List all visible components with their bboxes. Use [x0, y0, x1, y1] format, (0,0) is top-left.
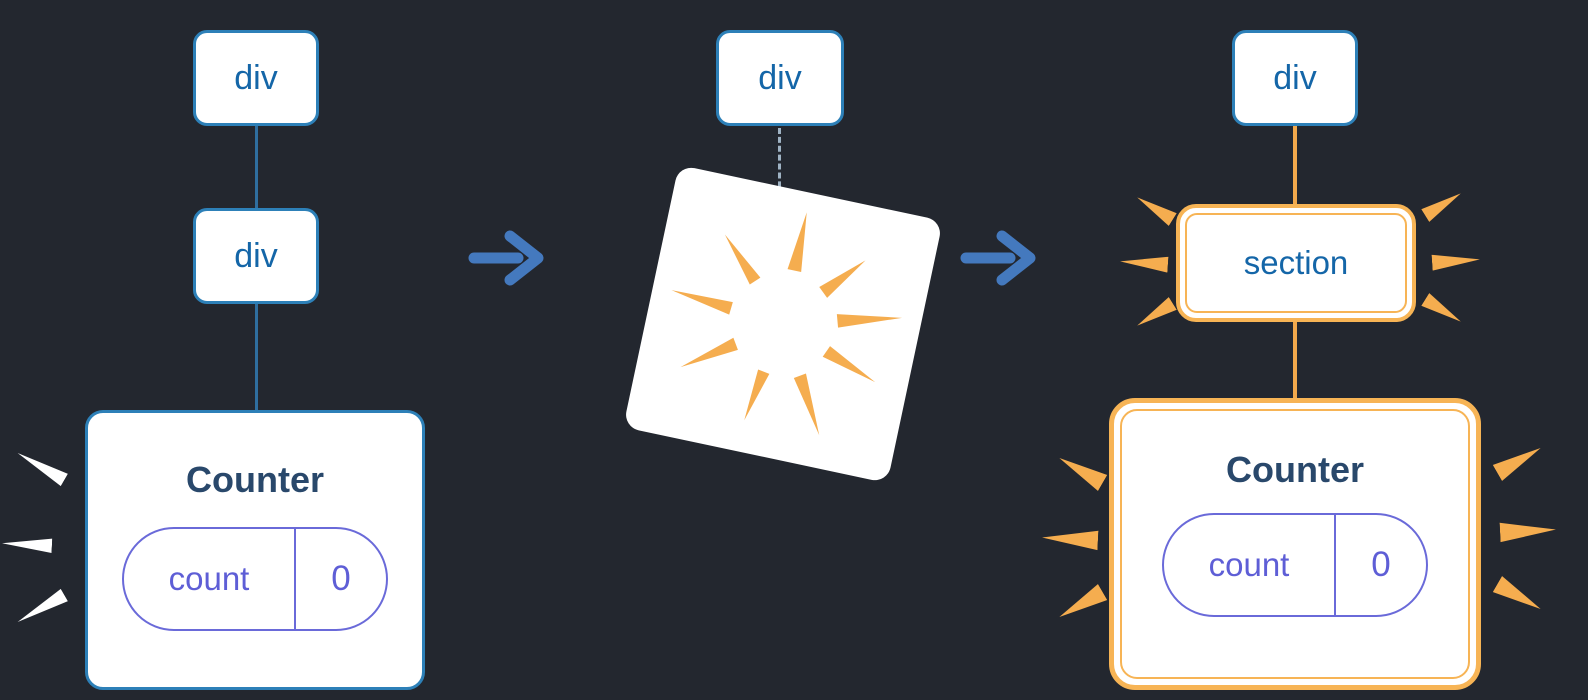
spark-icon: [1492, 439, 1546, 482]
white-poof-icon: [13, 588, 68, 630]
counter-title: Counter: [1226, 449, 1364, 490]
node-label: div: [234, 236, 278, 275]
spark-icon: [1054, 449, 1108, 492]
tree-connector-1: [255, 126, 258, 208]
state-key-label: count: [1164, 515, 1336, 615]
spark-icon: [1421, 292, 1466, 329]
tree-connector-orange-1: [1293, 126, 1297, 204]
white-poof-icon: [13, 446, 68, 488]
spark-icon: [1133, 296, 1178, 333]
counter-title: Counter: [186, 459, 324, 500]
spark-icon: [1492, 575, 1546, 618]
after-section-node: section: [1176, 204, 1416, 322]
before-child-div-node: div: [193, 208, 319, 304]
before-counter-card: Counter count 0: [85, 410, 425, 690]
dashed-connector: [778, 128, 781, 214]
state-value-label: 0: [331, 559, 351, 598]
spark-icon: [1431, 250, 1480, 271]
spark-icon: [1041, 527, 1098, 552]
spark-icon: [1054, 583, 1108, 626]
after-counter-card: Counter count 0: [1109, 398, 1481, 690]
node-label: div: [1273, 58, 1317, 97]
poof-card: [623, 164, 943, 484]
state-pill: count 0: [122, 527, 388, 631]
state-pill: count 0: [1162, 513, 1428, 617]
node-label: div: [234, 58, 278, 97]
tree-connector-orange-2: [1293, 322, 1297, 398]
spark-icon: [1119, 252, 1168, 273]
spark-icon: [1499, 519, 1556, 544]
white-poof-icon: [2, 535, 53, 555]
render-arrow-icon: [468, 230, 544, 286]
spark-icon: [1421, 186, 1466, 223]
poof-burst-icon: [671, 212, 903, 436]
node-label: section: [1243, 244, 1349, 281]
before-root-div-node: div: [193, 30, 319, 126]
after-root-div-node: div: [1232, 30, 1358, 126]
state-key-label: count: [124, 529, 296, 629]
render-arrow-icon: [960, 230, 1036, 286]
state-value-label: 0: [1371, 545, 1391, 584]
spark-icon: [1133, 190, 1178, 227]
node-label: div: [758, 58, 802, 97]
tree-connector-2: [255, 304, 258, 410]
transition-root-div-node: div: [716, 30, 844, 126]
